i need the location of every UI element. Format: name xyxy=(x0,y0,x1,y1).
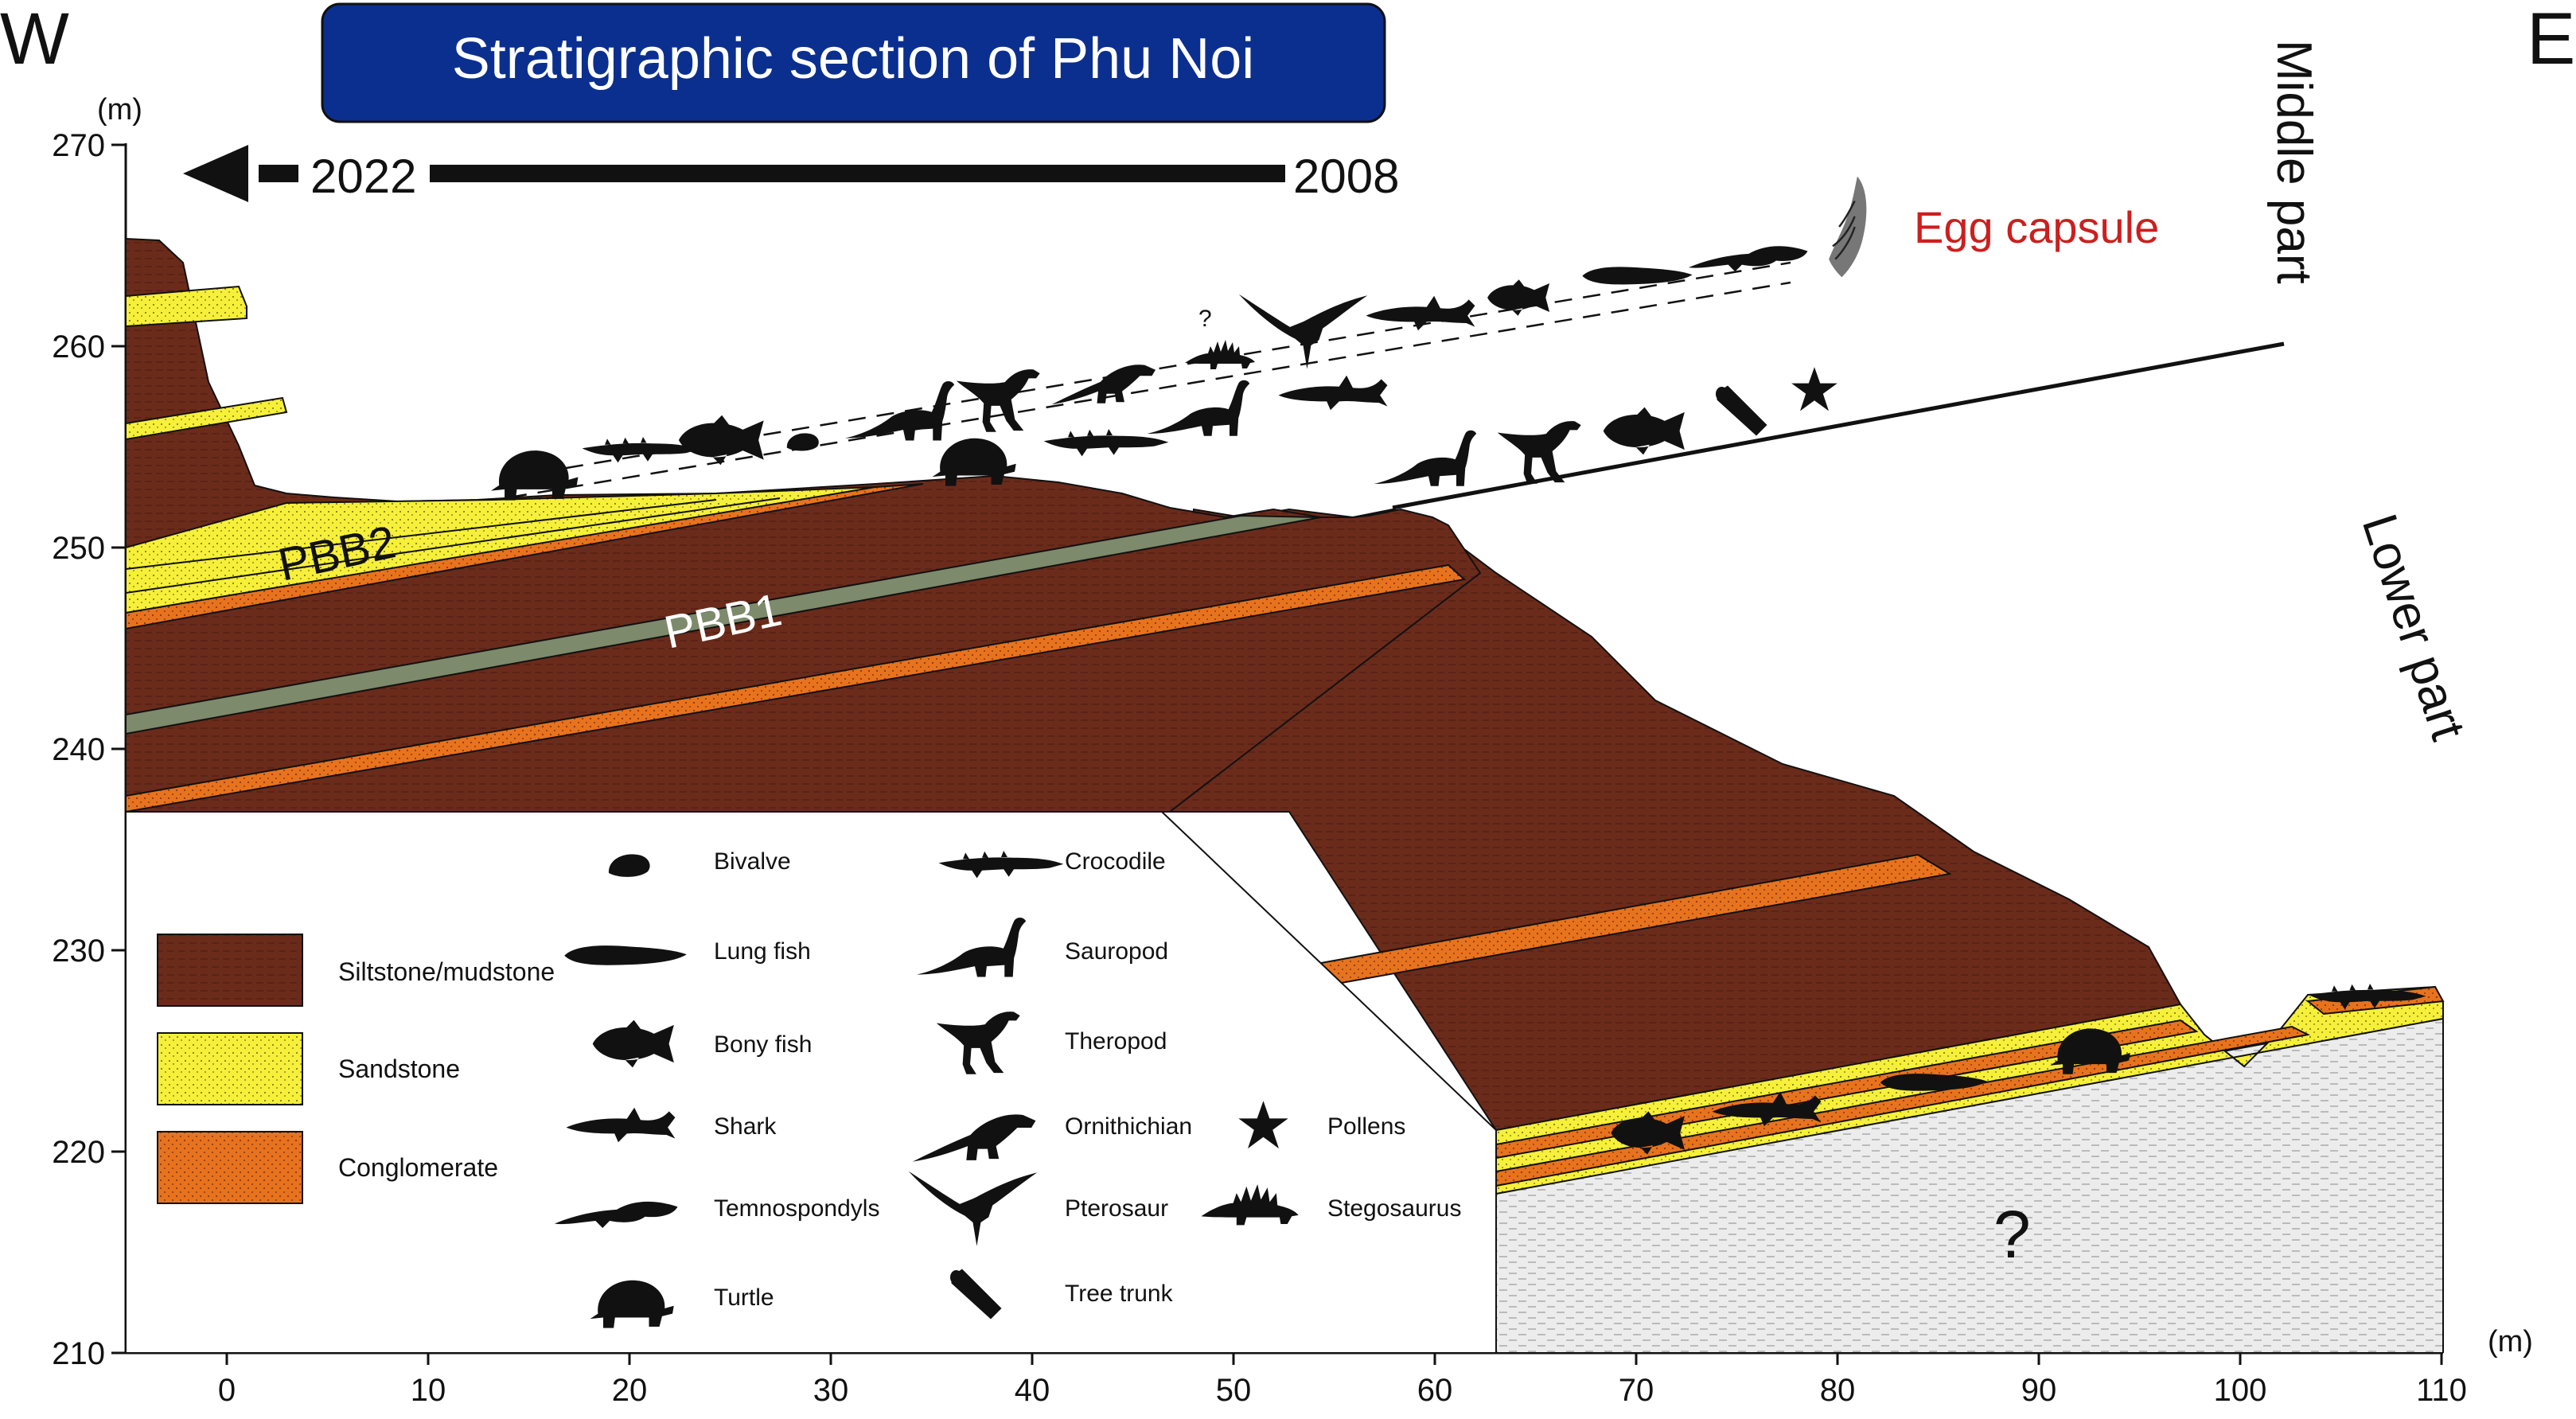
y-tick-label: 260 xyxy=(52,329,105,364)
fossil-horizon-lines xyxy=(509,261,2285,510)
y-axis: (m) 270 260 250 240 230 220 210 xyxy=(52,93,142,1371)
stegosaurus-query: ? xyxy=(1198,306,1212,332)
conglomerate-upper xyxy=(126,483,924,630)
pterosaur-icon xyxy=(1238,294,1368,369)
y-tick-label: 220 xyxy=(52,1135,105,1170)
legend-siltstone-swatch xyxy=(157,934,303,1007)
sauropod-icon xyxy=(844,380,955,441)
crocodile-icon xyxy=(1043,429,1169,457)
tree-trunk-icon xyxy=(1716,385,1767,436)
page-title: Stratigraphic section of Phu Noi xyxy=(452,27,1255,91)
legend-fossils-col3: Pollens Stegosaurus xyxy=(1201,1101,1461,1226)
temnospondyl-icon xyxy=(1688,246,1808,272)
y-tick-label: 210 xyxy=(52,1336,105,1371)
timeline-bar-long xyxy=(430,165,1285,182)
x-tick-label: 110 xyxy=(2416,1373,2467,1408)
x-tick-label: 20 xyxy=(612,1373,648,1408)
x-tick-label: 100 xyxy=(2214,1373,2267,1408)
legend-sandstone-swatch xyxy=(157,1032,303,1105)
shark-icon xyxy=(1366,295,1475,331)
ornithischian-icon xyxy=(1051,364,1155,405)
legend-pollens-label: Pollens xyxy=(1327,1113,1405,1140)
legend-conglomerate-label: Conglomerate xyxy=(338,1153,498,1182)
y-axis-unit: (m) xyxy=(97,93,142,127)
fossil-silhouettes: ? xyxy=(490,175,2426,1155)
legend-box xyxy=(125,811,1497,1354)
stratigraphic-section xyxy=(126,237,2445,1353)
egg-capsule-label: Egg capsule xyxy=(1914,202,2159,252)
x-tick-label: 80 xyxy=(1820,1373,1856,1408)
sauropod-icon xyxy=(1374,430,1477,486)
legend-bonyfish-label: Bony fish xyxy=(714,1031,812,1058)
egg-capsule-icon xyxy=(1827,175,1868,279)
legend-stegosaurus-label: Stegosaurus xyxy=(1327,1195,1461,1222)
legend-shark-label: Shark xyxy=(714,1113,777,1140)
y-tick-label: 250 xyxy=(52,531,105,566)
title-box xyxy=(321,2,1386,123)
x-tick-label: 60 xyxy=(1417,1373,1453,1408)
bony-fish-icon xyxy=(1487,279,1550,316)
legend-bivalve-label: Bivalve xyxy=(714,848,791,875)
middle-part-label: Middle part xyxy=(2266,40,2321,284)
turtle-icon xyxy=(490,450,579,501)
legend-theropod-label: Theropod xyxy=(1065,1028,1167,1055)
legend-sandstone-label: Sandstone xyxy=(338,1055,460,1083)
x-tick-label: 50 xyxy=(1216,1373,1252,1408)
legend-fossils-col2: Crocodile Sauropod Theropod Ornithichian… xyxy=(908,848,1192,1320)
pbb1-bed xyxy=(126,514,1322,735)
x-tick-label: 30 xyxy=(813,1373,849,1408)
x-tick-label: 0 xyxy=(218,1373,236,1408)
legend-turtle-label: Turtle xyxy=(714,1285,774,1311)
legend-conglomerate-swatch xyxy=(157,1131,303,1204)
compass-west: W xyxy=(0,0,69,80)
legend-lithology: Siltstone/mudstone Sandstone Conglomerat… xyxy=(157,934,555,1204)
legend-crocodile-label: Crocodile xyxy=(1065,848,1166,875)
sandstone-cliff-2 xyxy=(126,396,288,441)
legend-treetrunk-label: Tree trunk xyxy=(1065,1281,1174,1307)
legend-fossils-col1: Bivalve Lung fish Bony fish Shark Temnos… xyxy=(554,848,879,1328)
x-tick-label: 70 xyxy=(1619,1373,1654,1408)
legend-siltstone-label: Siltstone/mudstone xyxy=(338,957,555,986)
bivalve-icon xyxy=(786,433,819,451)
x-tick-label: 90 xyxy=(2021,1373,2057,1408)
x-tick-label: 10 xyxy=(411,1373,446,1408)
legend-lungfish-label: Lung fish xyxy=(714,938,811,965)
sandstone-cliff-1 xyxy=(126,285,247,328)
basement-question: ? xyxy=(1993,1197,2031,1272)
lower-part-label: Lower part xyxy=(2352,508,2476,747)
y-tick-label: 230 xyxy=(52,934,105,969)
y-tick-label: 270 xyxy=(52,128,105,163)
title-banner: Stratigraphic section of Phu Noi xyxy=(321,2,1386,123)
y-tick-label: 240 xyxy=(52,732,105,767)
legend-pterosaur-label: Pterosaur xyxy=(1065,1195,1168,1222)
timeline-start-year: 2022 xyxy=(310,150,416,203)
timeline: 2022 2008 xyxy=(183,145,1399,203)
legend-temnospondyls-label: Temnospondyls xyxy=(714,1195,879,1222)
compass-east: E xyxy=(2527,0,2575,80)
conglomerate-middle xyxy=(126,563,1467,813)
legend: Siltstone/mudstone Sandstone Conglomerat… xyxy=(157,848,1461,1328)
legend-sauropod-label: Sauropod xyxy=(1065,938,1168,965)
star-icon xyxy=(1791,367,1837,411)
timeline-bar-short xyxy=(259,165,298,182)
timeline-end-year: 2008 xyxy=(1293,150,1399,203)
timeline-arrowhead xyxy=(183,145,248,202)
shark-icon xyxy=(1278,375,1388,411)
x-tick-label: 40 xyxy=(1015,1373,1050,1408)
x-axis-unit: (m) xyxy=(2488,1325,2533,1359)
legend-ornithichian-label: Ornithichian xyxy=(1065,1113,1192,1140)
bony-fish-icon xyxy=(1603,407,1685,455)
